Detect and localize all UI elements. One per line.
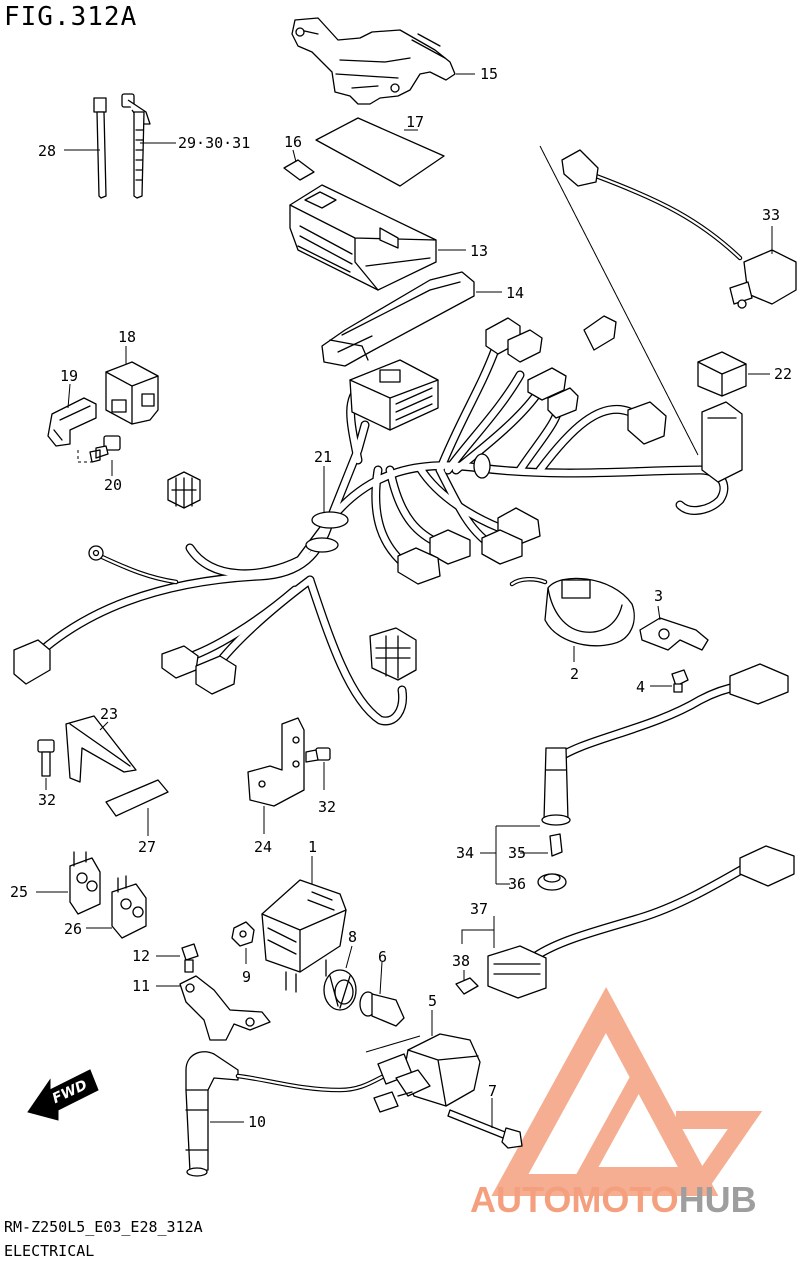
callout-22: 22 xyxy=(774,365,792,383)
callout-17: 17 xyxy=(406,113,424,131)
callout-16: 16 xyxy=(284,133,302,151)
part-seal-36[interactable] xyxy=(537,873,567,891)
watermark-text: AUTOMOTOHUB xyxy=(470,1179,757,1220)
footer-section-name: ELECTRICAL xyxy=(4,1242,95,1260)
callout-18: 18 xyxy=(118,328,136,346)
callout-20: 20 xyxy=(104,476,122,494)
callout-13: 13 xyxy=(470,242,488,260)
part-cap-22[interactable] xyxy=(697,351,747,397)
part-bolt-4[interactable] xyxy=(671,669,689,693)
callout-1: 1 xyxy=(308,838,317,856)
fwd-direction-badge: FWD xyxy=(27,1069,99,1121)
part-bracket-23[interactable] xyxy=(65,715,137,783)
part-sensor-33[interactable] xyxy=(561,149,797,309)
callout-12: 12 xyxy=(132,947,150,965)
part-spark-plug-cap-34[interactable] xyxy=(541,663,789,826)
callout-labels: 2 3 4 1 5 6 7 8 9 10 11 12 13 14 15 16 1… xyxy=(10,65,792,1131)
part-connector-25[interactable] xyxy=(69,851,101,915)
part-grommet-8[interactable] xyxy=(323,969,357,1011)
callout-32-left: 32 xyxy=(38,791,56,809)
part-bolt-12[interactable] xyxy=(181,943,199,973)
part-plug-cap-10[interactable] xyxy=(185,1051,387,1177)
watermark-arrow-icon xyxy=(676,1111,763,1191)
watermark-inner-triangle-icon xyxy=(571,1058,709,1183)
part-relay-18[interactable] xyxy=(105,361,159,425)
callout-14: 14 xyxy=(506,284,524,302)
callout-10: 10 xyxy=(248,1113,266,1131)
callout-27: 27 xyxy=(138,838,156,856)
part-strap-14[interactable] xyxy=(321,271,475,367)
part-lead-wire-37[interactable] xyxy=(487,845,795,999)
figure-title: FIG.312A xyxy=(4,2,138,32)
callout-28: 28 xyxy=(38,142,56,160)
watermark-triangle-icon xyxy=(491,986,719,1196)
callout-6: 6 xyxy=(378,948,387,966)
part-bushing-6[interactable] xyxy=(359,991,405,1027)
part-sheet-17[interactable] xyxy=(315,117,445,187)
part-cable-tie-28[interactable] xyxy=(93,97,107,199)
part-screw-20[interactable] xyxy=(89,435,121,463)
part-regulator-1[interactable] xyxy=(261,879,347,993)
callout-34: 34 xyxy=(456,844,474,862)
callout-25: 25 xyxy=(10,883,28,901)
callout-15: 15 xyxy=(480,65,498,83)
part-relay-holder-19[interactable] xyxy=(47,397,97,447)
harness-connector-22-mate xyxy=(701,401,743,483)
part-bracket-15[interactable] xyxy=(291,17,456,105)
footer-model-code: RM-Z250L5_E03_E28_312A xyxy=(4,1218,203,1236)
watermark-text-moto: MOTO xyxy=(571,1179,678,1220)
callout-23: 23 xyxy=(100,705,118,723)
callout-2: 2 xyxy=(570,665,579,683)
callout-19: 19 xyxy=(60,367,78,385)
part-bracket-11[interactable] xyxy=(179,975,271,1041)
part-bolt-7[interactable] xyxy=(447,1109,523,1149)
callout-36: 36 xyxy=(508,875,526,893)
callout-7: 7 xyxy=(488,1082,497,1100)
callout-38: 38 xyxy=(452,952,470,970)
part-bolt-32-left[interactable] xyxy=(37,739,55,777)
callout-24: 24 xyxy=(254,838,272,856)
callout-3: 3 xyxy=(654,587,663,605)
callout-33: 33 xyxy=(762,206,780,224)
part-pad-16[interactable] xyxy=(283,159,315,181)
part-fuse-38[interactable] xyxy=(455,977,479,995)
watermark-logo xyxy=(491,986,763,1196)
watermark-text-auto: AUTO xyxy=(470,1179,571,1220)
callout-8: 8 xyxy=(348,928,357,946)
part-sheet-27[interactable] xyxy=(105,779,169,817)
part-wiring-harness-21[interactable] xyxy=(13,315,729,726)
callout-11: 11 xyxy=(132,977,150,995)
watermark-text-hub: HUB xyxy=(679,1179,757,1220)
callout-37: 37 xyxy=(470,900,488,918)
part-nut-9[interactable] xyxy=(231,921,255,947)
part-bracket-3[interactable] xyxy=(639,617,709,651)
part-condenser-2[interactable] xyxy=(509,577,635,647)
callout-29-30-31: 29·30·31 xyxy=(178,134,250,152)
callout-32-right: 32 xyxy=(318,798,336,816)
part-spring-35[interactable] xyxy=(549,833,563,857)
part-ecm-13[interactable] xyxy=(289,184,437,291)
callout-5: 5 xyxy=(428,992,437,1010)
part-ignition-coil-5[interactable] xyxy=(373,1033,481,1113)
callout-9: 9 xyxy=(242,968,251,986)
part-bracket-24[interactable] xyxy=(247,717,305,807)
callout-35: 35 xyxy=(508,844,526,862)
part-bolt-32-right[interactable] xyxy=(305,747,331,763)
callout-26: 26 xyxy=(64,920,82,938)
callout-21: 21 xyxy=(314,448,332,466)
fwd-arrow-icon xyxy=(27,1069,99,1121)
part-cable-tie-29-30-31[interactable] xyxy=(121,93,151,199)
callout-4: 4 xyxy=(636,678,645,696)
part-connector-26[interactable] xyxy=(111,875,147,939)
